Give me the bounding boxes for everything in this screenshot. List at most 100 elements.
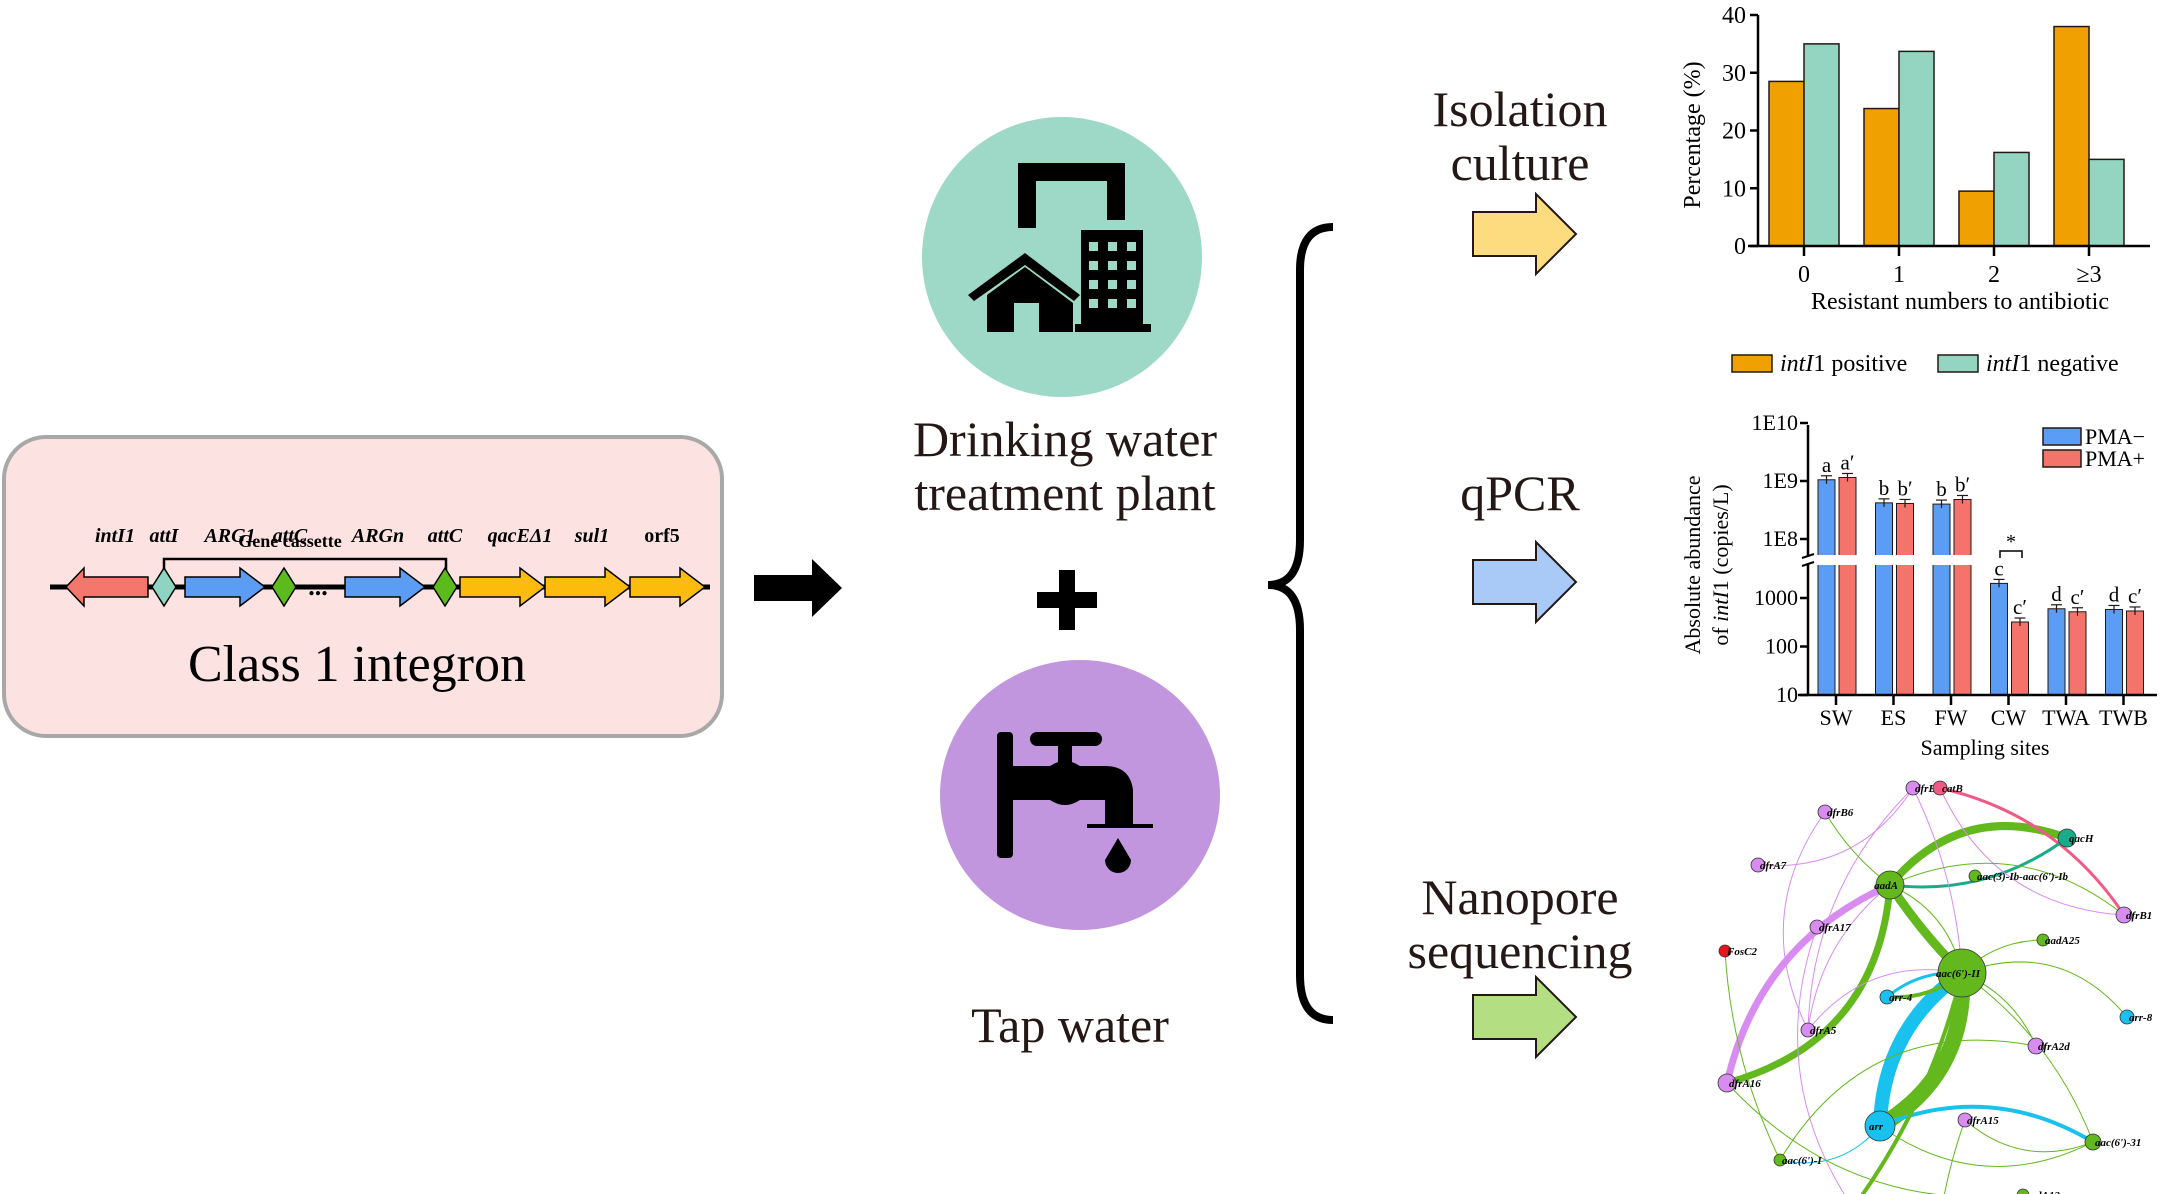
network-node-label: arr-4 — [1889, 992, 1913, 1004]
network-node — [1879, 989, 1895, 1005]
network-edge-dfrA15-dhfS — [1943, 1119, 1966, 1194]
network-node — [1875, 870, 1905, 900]
c2-legend-pma-plus: PMA+ — [2085, 446, 2145, 471]
network-node-label: aac(6')-31 — [2095, 1137, 2141, 1149]
network-node — [1905, 780, 1921, 796]
c2-significance-letter: b — [1879, 476, 1890, 500]
c1-legend-swatch-negative — [1937, 354, 1979, 373]
label-sul1: sul1 — [574, 525, 609, 547]
c2-bar-pma-minus — [1817, 479, 1836, 696]
c1-bar-positive — [1958, 190, 1995, 247]
network-node — [2036, 933, 2050, 947]
network-edge-dfrA15-aac(6')-31 — [1964, 1119, 2094, 1153]
building-icon — [968, 163, 1151, 332]
network-node — [1718, 944, 1732, 958]
integron-title: Class 1 integron — [188, 636, 526, 693]
c2-xtick-label: SW — [1820, 705, 1853, 730]
ellipsis: ... — [308, 572, 328, 601]
method-nanopore-line2: sequencing — [1407, 923, 1633, 979]
attC-site-2 — [432, 566, 458, 608]
network-node-label: aadA — [1874, 880, 1898, 892]
c2-significance-star: * — [2006, 531, 2016, 553]
c2-significance-letter: d — [2051, 582, 2062, 606]
brace — [1267, 223, 1334, 1024]
network-node-label: dfrA7 — [1760, 860, 1787, 872]
label-attC-1: attC — [273, 525, 308, 547]
network-edge-dfrB6-aadA — [1824, 811, 1891, 886]
c2-significance-letter: b — [1936, 477, 1947, 501]
network-node — [2027, 1037, 2045, 1055]
network-node — [1750, 857, 1766, 873]
network-node-label: aadA13 — [2025, 1190, 2060, 1194]
c1-bar-negative — [1803, 43, 1840, 247]
c2-bar-pma-minus — [1932, 503, 1951, 696]
network-node — [1800, 1022, 1816, 1038]
network-node — [2016, 1188, 2030, 1194]
dwtp-label-line1: Drinking water — [912, 411, 1218, 467]
yellow-arrow-icon — [1472, 192, 1578, 277]
dwtp-label: Drinking water treatment plant — [870, 412, 1260, 520]
network-node — [1773, 1153, 1787, 1167]
c2-ylabel-line2: of intI1 (copies/L) — [1708, 484, 1733, 645]
plus-icon — [1037, 570, 1097, 630]
network-edge-dfrB3-dfrA7 — [1757, 787, 1914, 867]
c2-significance-letter: b′ — [1955, 472, 1970, 496]
network-edge-catB-dfrB1 — [1938, 786, 2126, 917]
c2-xtick-label: CW — [1991, 705, 2027, 730]
gene-qacE-arrow — [459, 566, 547, 608]
network-node-label: dfrA17 — [1819, 922, 1851, 934]
c2-significance-bracket — [1999, 550, 2023, 558]
network-node-label: aac(6')-I — [1782, 1155, 1822, 1167]
gene-sul1-arrow — [544, 566, 632, 608]
c2-ylabel-line1: Absolute abundance — [1680, 476, 1705, 655]
c1-bar-negative — [1993, 151, 2030, 247]
network-edge-aac(6')-I-dfrA2d — [1779, 1039, 2037, 1161]
method-isolation-line2: culture — [1450, 135, 1590, 191]
network-node-label: dfrA2d — [2038, 1041, 2070, 1053]
c1-ylabel: Percentage (%) — [1680, 61, 1706, 208]
network-node-label: aac(3)-Ib-aac(6')-Ib — [1977, 871, 2069, 883]
c1-xtick-label: 1 — [1893, 262, 1905, 288]
network-node-label: aac(6')-II — [1936, 968, 1981, 980]
integron-diagram: Gene cassette ... intI1 attI ARG1 attC A… — [50, 525, 710, 693]
c1-bar-positive — [1768, 80, 1805, 247]
label-ARGn: ARGn — [350, 525, 404, 547]
network-node — [2119, 1009, 2135, 1025]
attI-site — [151, 566, 177, 608]
network-node — [1968, 869, 1982, 883]
c1-xtick-label: ≥3 — [2076, 262, 2101, 288]
c1-legend-positive: intI1 positive — [1780, 351, 1907, 377]
network-node — [1937, 948, 1987, 998]
network-edge-aadA-dfrA16 — [1723, 881, 1894, 1087]
network-edge-arr-aac(6')-31 — [1879, 1125, 2094, 1167]
blue-arrow-icon — [1472, 540, 1578, 625]
network-edge-aadA-dfrA5 — [1807, 884, 1891, 1031]
label-ARG1: ARG1 — [202, 525, 255, 547]
c1-bar-positive — [1863, 107, 1900, 247]
c2-bar-pma-plus — [1953, 498, 1972, 696]
c2-bar-pma-plus — [2126, 610, 2144, 696]
c2-bar-pma-plus — [1838, 476, 1857, 696]
network-edge-catB-dfrB1 — [1939, 787, 2125, 916]
network-node — [2057, 828, 2077, 848]
network-edge-aadA-qacH — [1888, 836, 2069, 889]
c2-bar-pma-minus — [1990, 582, 2008, 696]
network-node — [1817, 804, 1833, 820]
network-edge-FosC2-aac(6')-I — [1724, 950, 1781, 1161]
gene-ARGn-arrow — [344, 566, 427, 608]
network-node-label: arr-8 — [2129, 1012, 2153, 1024]
label-attI: attI — [150, 525, 180, 547]
green-arrow-icon — [1472, 975, 1578, 1060]
c2-significance-letter: c′ — [2071, 585, 2085, 609]
attC-site-1 — [271, 566, 297, 608]
network-node-label: dfrB6 — [1827, 807, 1854, 819]
c1-ytick-label: 20 — [1722, 119, 1746, 145]
c2-xlabel: Sampling sites — [1921, 735, 2050, 760]
c2-significance-letter: c — [1994, 556, 2003, 580]
c2-xtick-label: ES — [1881, 705, 1907, 730]
network-node-label: FosC2 — [1726, 946, 1757, 958]
c1-xtick-label: 0 — [1798, 262, 1810, 288]
gene-ARG1-arrow — [184, 566, 267, 608]
